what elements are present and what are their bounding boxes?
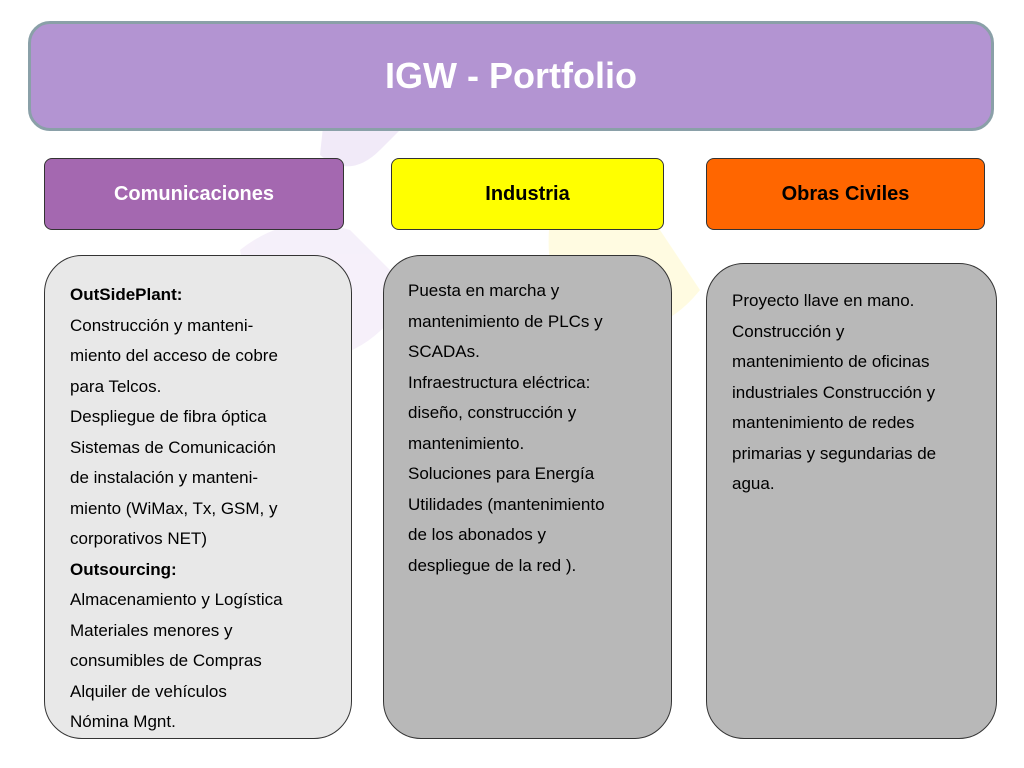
card-text-line: Construcción y bbox=[732, 321, 845, 341]
card-text-line: Proyecto llave en mano. bbox=[732, 291, 915, 310]
card-text-line: despliegue de la red ). bbox=[408, 555, 577, 575]
card-text-line: Utilidades (mantenimiento bbox=[408, 494, 605, 514]
card-text-line: Nómina Mgnt. bbox=[70, 712, 176, 731]
card-text-line: miento (WiMax, Tx, GSM, y bbox=[70, 498, 278, 518]
card-text-line: Sistemas de Comunicación bbox=[70, 437, 276, 457]
card-text-line: Outsourcing: bbox=[70, 559, 177, 579]
header-comunicaciones: Comunicaciones bbox=[44, 158, 344, 230]
card-text-line: mantenimiento de redes bbox=[732, 413, 915, 432]
card-text-line: Despliegue de fibra óptica bbox=[70, 407, 267, 426]
card-text-line: primarias y segundarias de bbox=[732, 443, 937, 463]
card-text-line: diseño, construcción y bbox=[408, 403, 577, 422]
card-text-line: industriales Construcción y bbox=[732, 382, 936, 402]
card-text-line: para Telcos. bbox=[70, 376, 162, 396]
card-text-line: OutSidePlant: bbox=[70, 285, 183, 304]
card-text-line: mantenimiento. bbox=[408, 433, 525, 453]
card-text-line: Infraestructura eléctrica: bbox=[408, 372, 591, 392]
card-text-line: mantenimiento de PLCs y bbox=[408, 311, 603, 331]
card-comunicaciones: OutSidePlant: Construcción y manteni-mien… bbox=[44, 255, 352, 739]
card-text-line: de los abonados y bbox=[408, 525, 546, 544]
card-text-line: de instalación y manteni- bbox=[70, 468, 259, 487]
card-text-line: Alquiler de vehículos bbox=[70, 681, 227, 701]
card-text-line: corporativos NET) bbox=[70, 529, 207, 548]
card-text-line: Construcción y manteni- bbox=[70, 315, 254, 335]
card-industria: Puesta en marcha y mantenimiento de PLCs … bbox=[383, 255, 672, 739]
card-text-line: consumibles de Compras bbox=[70, 651, 262, 670]
card-text-line: SCADAs. bbox=[408, 342, 480, 361]
page-title: IGW - Portfolio bbox=[28, 21, 994, 131]
card-obras-civiles: Proyecto llave en mano. Construcción y man… bbox=[706, 263, 997, 739]
card-text-line: Materiales menores y bbox=[70, 620, 233, 640]
header-industria: Industria bbox=[391, 158, 664, 230]
card-text-line: miento del acceso de cobre bbox=[70, 346, 278, 365]
card-text-line: agua. bbox=[732, 474, 775, 493]
card-text-line: Puesta en marcha y bbox=[408, 281, 560, 300]
header-obras-civiles: Obras Civiles bbox=[706, 158, 985, 230]
card-text-line: Almacenamiento y Logística bbox=[70, 590, 283, 609]
card-text-line: Soluciones para Energía bbox=[408, 464, 595, 483]
card-text-line: mantenimiento de oficinas bbox=[732, 352, 930, 371]
